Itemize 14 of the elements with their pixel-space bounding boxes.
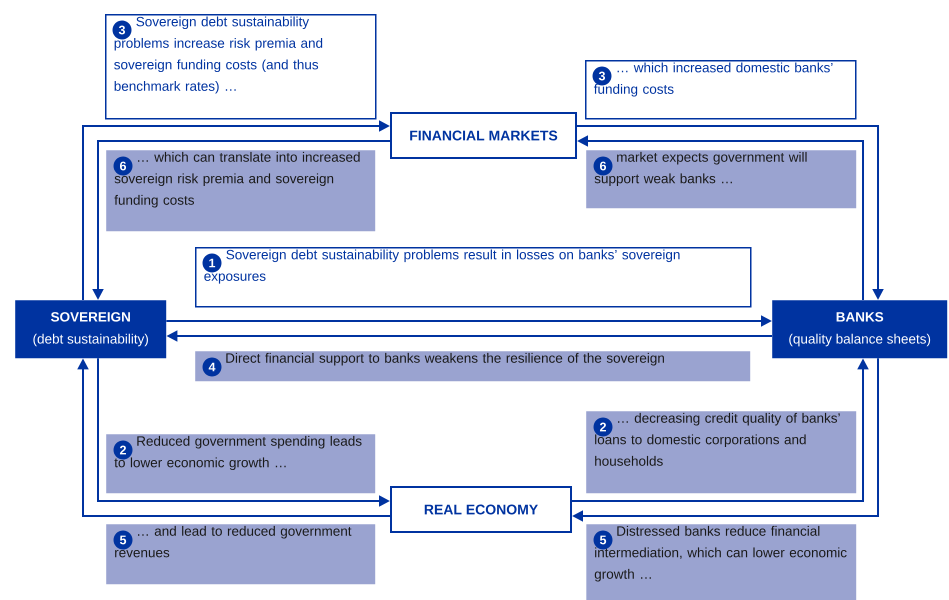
number-badge: 3 [112, 20, 132, 40]
number-badge: 3 [592, 66, 612, 86]
number-badge: 6 [594, 156, 612, 176]
number-badge: 6 [114, 156, 132, 176]
number-badge: 1 [202, 254, 222, 272]
entity-box: SOVEREIGN (debt sustainability) [15, 300, 166, 358]
entity-box: REAL ECONOMY [390, 486, 572, 533]
entity-box: BANKS (quality balance sheets) [772, 300, 948, 358]
number-badge: 2 [114, 440, 132, 460]
number-badge: 5 [594, 530, 612, 550]
number-badge: 2 [594, 418, 612, 436]
number-badge: 4 [202, 358, 222, 376]
number-badge: 5 [114, 530, 132, 550]
entity-box: FINANCIAL MARKETS [390, 112, 577, 159]
